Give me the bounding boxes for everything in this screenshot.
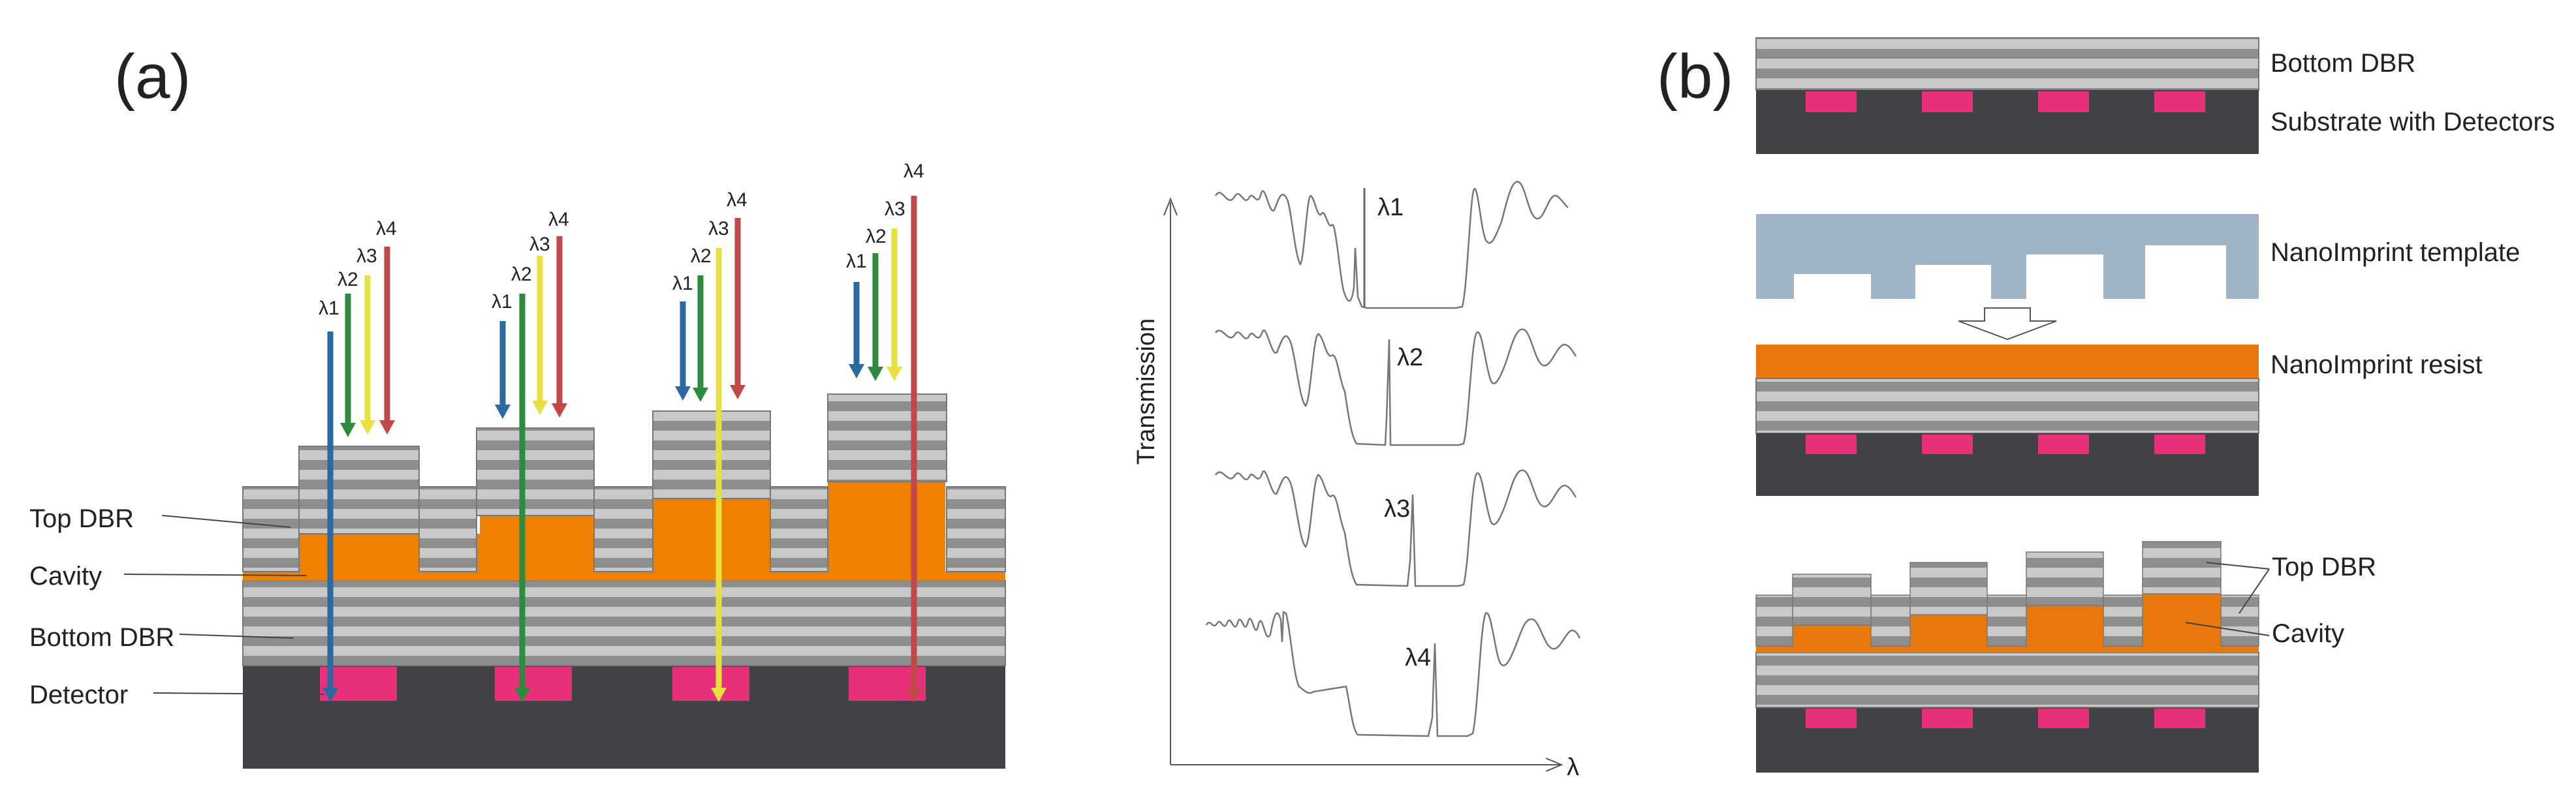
detector-1 <box>1806 91 1857 112</box>
transmission-plot: Transmission λ λ1 λ2 λ3 λ4 <box>1133 181 1581 781</box>
lambda-label: λ1 <box>492 291 512 313</box>
x-axis-label: λ <box>1567 754 1579 781</box>
top-dbr-mesa-2 <box>476 427 595 516</box>
label-bottom-dbr: Bottom DBR <box>2270 49 2415 78</box>
bottom-dbr <box>242 580 1006 666</box>
detector-3 <box>2038 709 2089 728</box>
callout-cavity: Cavity <box>29 562 102 591</box>
label-template: NanoImprint template <box>2270 238 2520 267</box>
top-dbr-mesa-2 <box>1909 562 1988 615</box>
cavity <box>1756 594 2259 653</box>
spectrum-4 <box>1205 611 1581 737</box>
lambda-label: λ4 <box>903 161 924 182</box>
panel-a-callouts: Top DBR Cavity Bottom DBR Detector <box>29 504 324 709</box>
detector-3 <box>2038 91 2089 112</box>
detector-2 <box>1922 435 1973 454</box>
lambda-label: λ1 <box>846 251 867 272</box>
callout-detector: Detector <box>29 681 128 709</box>
lambda-label: λ2 <box>511 264 532 285</box>
step-substrate-dbr: Bottom DBR Substrate with Detectors <box>1755 37 2555 154</box>
bottom-dbr <box>1755 37 2259 91</box>
detector-3 <box>2038 435 2089 454</box>
top-dbr-mesa-1 <box>298 446 420 534</box>
step-template: NanoImprint template <box>1756 214 2520 341</box>
callout-bottom-dbr: Bottom DBR <box>29 623 174 652</box>
top-dbr-mesa-4 <box>827 393 947 482</box>
step-final: Top DBR Cavity <box>1755 541 2376 773</box>
detector-4 <box>2154 709 2205 728</box>
lambda-label: λ3 <box>356 245 377 267</box>
label-top-dbr: Top DBR <box>2272 553 2376 581</box>
detector-2 <box>495 667 572 701</box>
spectrum-3 <box>1214 469 1577 587</box>
lambda-label: λ4 <box>727 189 747 211</box>
bottom-dbr <box>1755 378 2259 434</box>
detector-4 <box>2154 435 2205 454</box>
peak-label-1: λ1 <box>1377 194 1404 221</box>
panel-a-label: (a) <box>114 42 191 112</box>
top-dbr-mesa-4 <box>2142 541 2222 594</box>
peak-label-2: λ2 <box>1397 344 1423 371</box>
top-dbr-low-2 <box>418 486 477 572</box>
lambda-label: λ1 <box>672 273 693 294</box>
lambda-label: λ1 <box>319 298 339 319</box>
step-resist: NanoImprint resist <box>1755 345 2483 496</box>
panel-a-stack <box>242 393 1006 769</box>
spectrum-2 <box>1214 328 1577 446</box>
bottom-dbr <box>1755 652 2259 708</box>
lambda-label: λ4 <box>376 218 397 239</box>
top-dbr-low-1 <box>1755 594 1793 647</box>
top-dbr-low-4 <box>770 486 828 572</box>
detector-2 <box>1922 709 1973 728</box>
top-dbr-low-2 <box>1870 594 1911 647</box>
nanoimprint-resist <box>1756 345 2259 378</box>
detector-3 <box>672 667 749 701</box>
label-substrate-detectors: Substrate with Detectors <box>2270 108 2555 136</box>
lambda-label: λ3 <box>708 218 729 239</box>
lambda-label: λ2 <box>866 226 887 247</box>
callout-top-dbr: Top DBR <box>29 504 134 533</box>
lambda-label: λ4 <box>548 209 569 230</box>
y-axis-label: Transmission <box>1133 318 1160 465</box>
nanoimprint-template <box>1756 214 2259 299</box>
label-resist: NanoImprint resist <box>2270 350 2483 379</box>
press-arrow <box>1958 307 2057 341</box>
top-dbr-low-3 <box>593 486 653 572</box>
lambda-label: λ3 <box>885 198 905 220</box>
lambda-label: λ2 <box>691 245 712 267</box>
top-dbr-mesa-1 <box>1792 574 1872 626</box>
top-dbr-low-3 <box>1987 594 2027 647</box>
panel-b-label: (b) <box>1657 42 1733 112</box>
label-cavity: Cavity <box>2272 619 2344 648</box>
top-dbr-low-5 <box>2220 594 2259 647</box>
top-dbr-mesa-3 <box>652 410 771 499</box>
spectrum-1 <box>1214 181 1569 309</box>
detector-1 <box>1806 709 1857 728</box>
detector-1 <box>1806 435 1857 454</box>
detector-4 <box>2154 91 2205 112</box>
top-dbr-low-1 <box>242 486 300 572</box>
top-dbr-low-4 <box>2103 594 2143 647</box>
lambda-label: λ3 <box>529 234 550 255</box>
top-dbr-mesa-3 <box>2026 551 2104 606</box>
detector-2 <box>1922 91 1973 112</box>
peak-label-4: λ4 <box>1405 644 1431 671</box>
peak-label-3: λ3 <box>1384 495 1410 523</box>
wavelength-arrows: λ1 λ2 λ3 λ4 λ1 λ2 λ3 λ4 λ1 λ2 λ3 λ4 <box>319 161 924 702</box>
lambda-label: λ2 <box>338 269 358 290</box>
top-dbr-low-5 <box>946 486 1006 572</box>
